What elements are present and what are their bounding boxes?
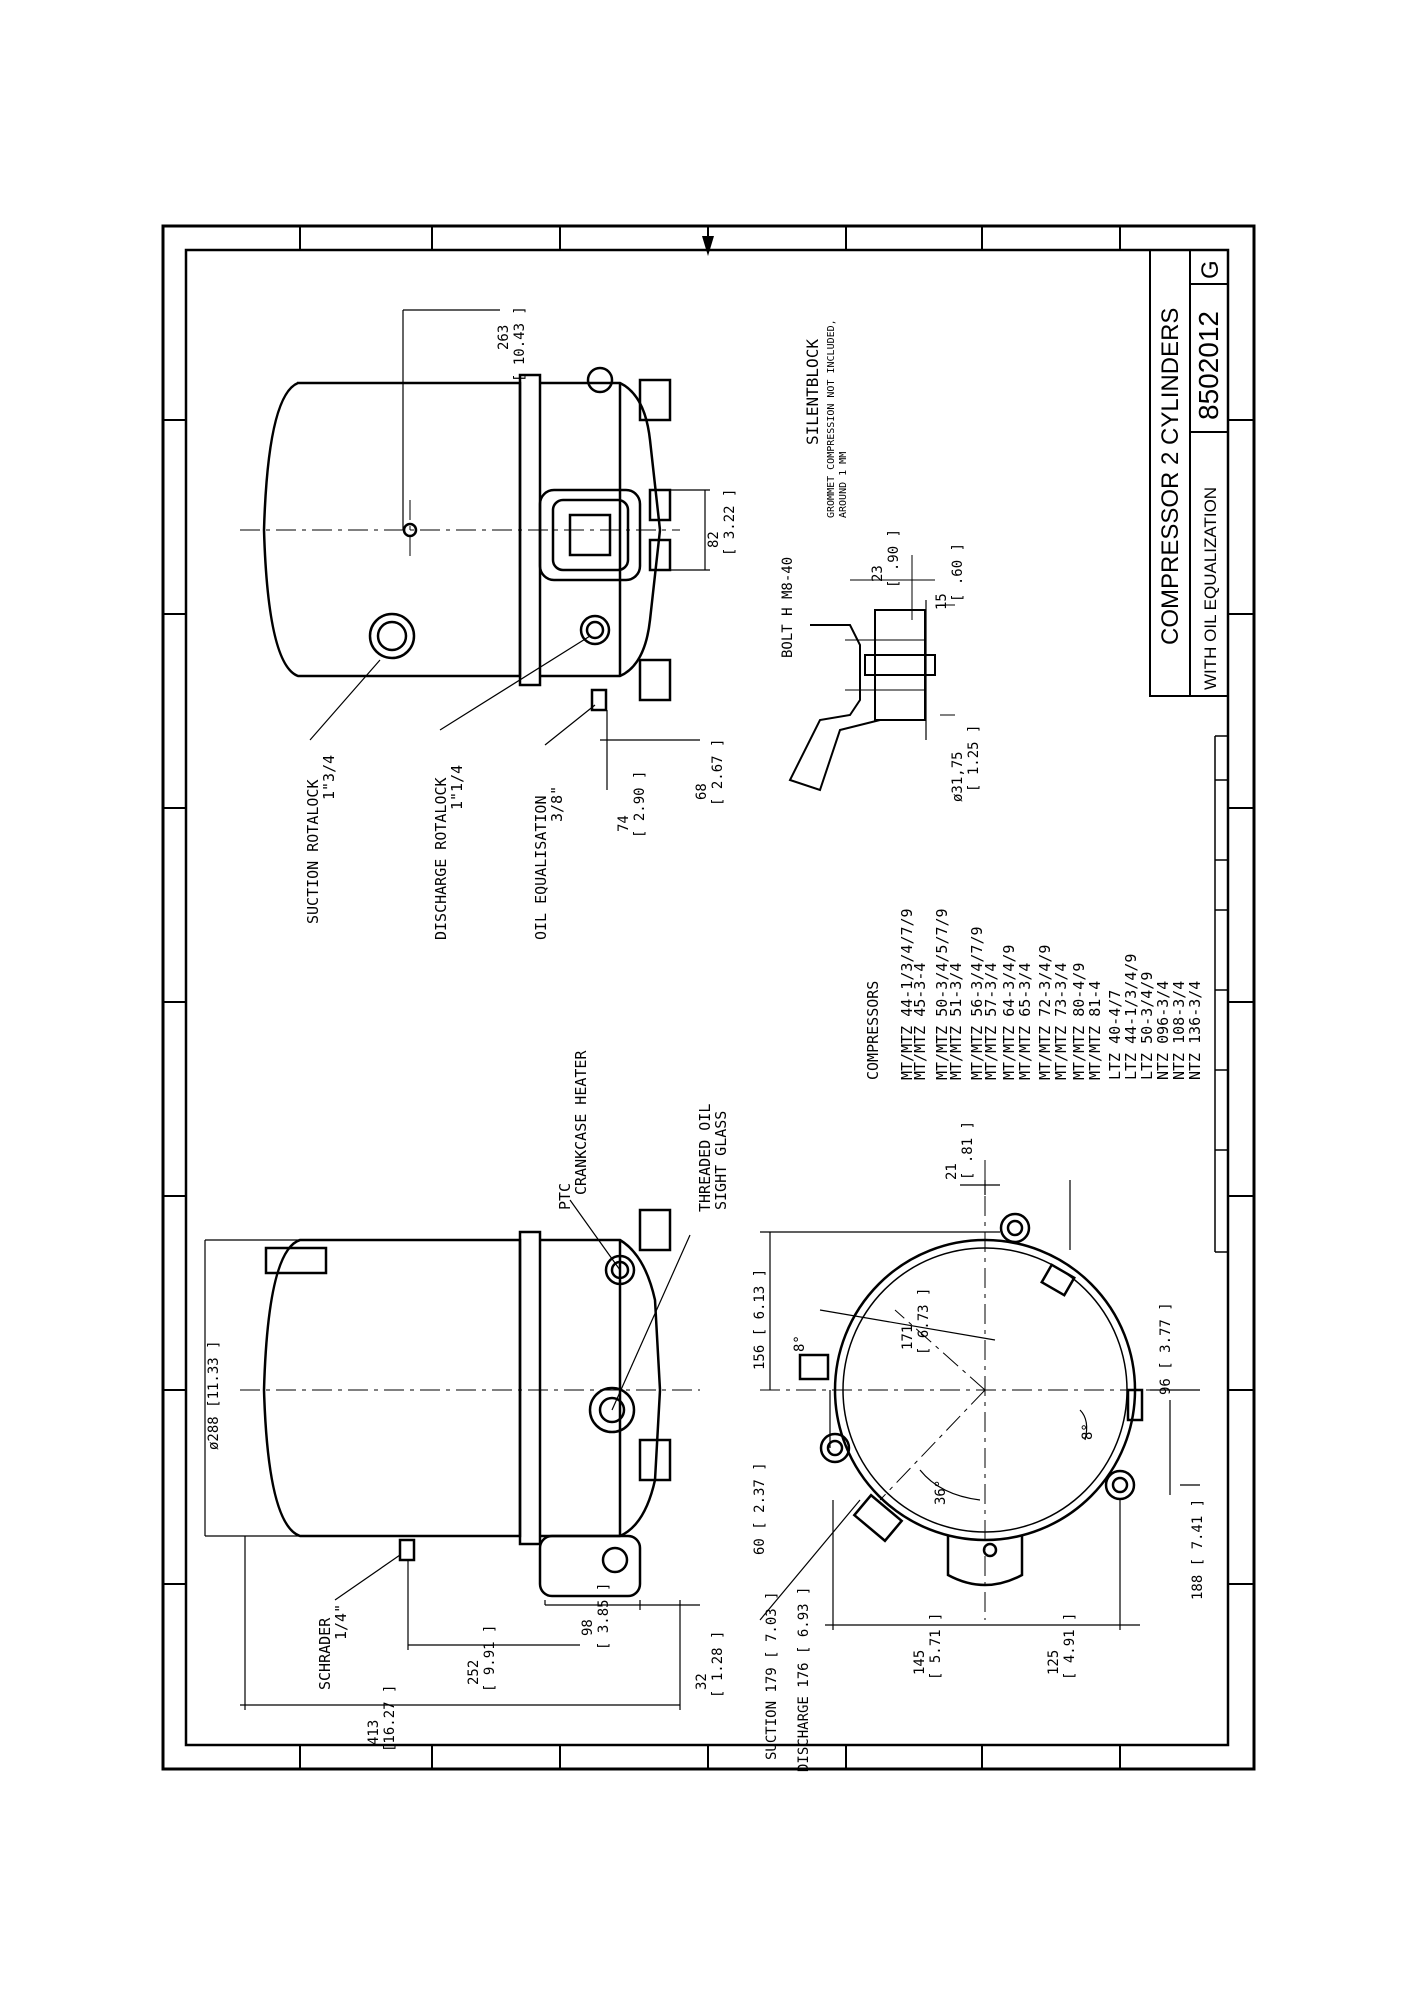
dim-413-in: [16.27 ] (382, 1685, 398, 1752)
side-view-dimension-lines (204, 1199, 700, 1710)
silentblock-note2: AROUND 1 MM (838, 452, 849, 518)
model-item: MT/MTZ 57-3/4 (982, 963, 1000, 1080)
model-item: LTZ 40-4/7 (1106, 990, 1124, 1080)
bottom-view-centerlines (760, 1160, 1200, 1620)
dim-discharge-176: DISCHARGE 176 [ 6.93 ] (796, 1587, 812, 1772)
label-oil-size: 3/8" (548, 786, 566, 822)
compressor-bottom-view (798, 1212, 1144, 1587)
label-discharge-size: 1"1/4 (448, 765, 466, 810)
zone-ticks (163, 226, 1254, 1769)
dim-98: 98 (580, 1619, 596, 1636)
bottom-view-dimension-lines (759, 1180, 1200, 1630)
model-item: MT/MTZ 50-3/4/5/7/9 (933, 908, 951, 1080)
dim-68: 68 (694, 783, 710, 800)
compressor-side-view (262, 1208, 672, 1598)
compressors-heading: COMPRESSORS (864, 981, 882, 1080)
drawing-subtitle: WITH OIL EQUALIZATION (1201, 487, 1220, 690)
dim-diameter-288: ø288 [11.33 ] (206, 1340, 222, 1450)
dim-32-in: [ 1.28 ] (710, 1631, 726, 1698)
model-item: NTZ 136-3/4 (1186, 981, 1204, 1080)
silentblock-d15-in: [ .60 ] (950, 543, 966, 602)
silentblock-note1: GROMMET COMPRESSION NOT INCLUDED, (826, 319, 837, 518)
dim-98-in: [ 3.85 ] (596, 1583, 612, 1650)
dim-263-in: [ 10.43 ] (512, 306, 528, 382)
dim-74: 74 (616, 815, 632, 832)
label-schrader: SCHRADER (316, 1617, 334, 1690)
dim-252-in: [ 9.91 ] (482, 1625, 498, 1692)
title-block: COMPRESSOR 2 CYLINDERS WITH OIL EQUALIZA… (1149, 249, 1229, 697)
model-item: MT/MTZ 51-3/4 (947, 963, 965, 1080)
center-mark-icon (702, 236, 714, 256)
silentblock-d15: 15 (934, 593, 950, 610)
revision-strip (1214, 735, 1228, 1253)
model-item: LTZ 44-1/3/4/9 (1122, 954, 1140, 1080)
drawing-number: 8502012 (1193, 311, 1224, 420)
dim-32: 32 (694, 1673, 710, 1690)
dim-82: 82 (706, 531, 722, 548)
dim-82-in: [ 3.22 ] (722, 489, 738, 556)
model-item: MT/MTZ 72-3/4/9 (1036, 945, 1054, 1080)
model-item: LTZ 50-3/4/9 (1138, 972, 1156, 1080)
model-item: MT/MTZ 73-3/4 (1052, 963, 1070, 1080)
dim-171: 171 (900, 1325, 916, 1350)
label-threaded-oil: THREADED OIL (696, 1104, 714, 1212)
top-view-centerlines (240, 500, 680, 560)
silentblock-title: SILENTBLOCK (803, 339, 822, 445)
label-schrader-size: 1/4" (332, 1604, 350, 1640)
dim-96: 96 [ 3.77 ] (1158, 1302, 1174, 1395)
compressor-top-view (262, 366, 672, 712)
dim-263: 263 (496, 325, 512, 350)
model-item: MT/MTZ 45-3-4 (911, 963, 929, 1080)
dim-suction-179: SUCTION 179 [ 7.03 ] (764, 1591, 780, 1760)
label-sight-glass: SIGHT GLASS (712, 1111, 730, 1210)
model-item: MT/MTZ 81-4 (1086, 981, 1104, 1080)
label-discharge-rotalock: DISCHARGE ROTALOCK (432, 777, 450, 940)
silentblock-detail (788, 555, 955, 792)
compressor-model-list: COMPRESSORS MT/MTZ 44-1/3/4/7/9 MT/MTZ 4… (864, 908, 1204, 1080)
model-item: MT/MTZ 80-4/9 (1070, 963, 1088, 1080)
label-suction-rotalock: SUCTION ROTALOCK (304, 780, 322, 925)
label-crankcase-heater: CRANKCASE HEATER (572, 1050, 590, 1195)
dim-413: 413 (366, 1720, 382, 1745)
dim-21: 21 (944, 1163, 960, 1180)
dim-188: 188 [ 7.41 ] (1190, 1499, 1206, 1600)
top-view-dimension-lines (309, 309, 710, 790)
silentblock-d31-in: [ 1.25 ] (966, 725, 982, 792)
silentblock-d23: 23 (870, 565, 886, 582)
model-item: MT/MTZ 65-3/4 (1016, 963, 1034, 1080)
dim-68-in: [ 2.67 ] (710, 739, 726, 806)
label-suction-size: 1"3/4 (320, 755, 338, 800)
label-ptc: PTC (556, 1183, 574, 1210)
dim-60: 60 [ 2.37 ] (752, 1462, 768, 1555)
model-item: MT/MTZ 44-1/3/4/7/9 (898, 908, 916, 1080)
angle-8-top: 8° (792, 1335, 808, 1352)
dim-145-in: [ 5.71 ] (928, 1613, 944, 1680)
dim-171-in: [ 6.73 ] (916, 1288, 932, 1355)
silentblock-d23-in: [ .90 ] (886, 529, 902, 588)
dim-156: 156 [ 6.13 ] (752, 1269, 768, 1370)
dim-125-in: [ 4.91 ] (1062, 1613, 1078, 1680)
dim-252: 252 (466, 1660, 482, 1685)
silentblock-bolt: BOLT H M8-40 (780, 557, 796, 658)
model-item: NTZ 096-3/4 (1154, 981, 1172, 1080)
silentblock-d31: ø31,75 (950, 751, 966, 802)
angle-36: 36° (933, 1480, 949, 1505)
model-item: MT/MTZ 64-3/4/9 (1000, 945, 1018, 1080)
model-item: MT/MTZ 56-3/4/7/9 (968, 926, 986, 1080)
model-item: NTZ 108-3/4 (1170, 981, 1188, 1080)
dim-21-in: [ .81 ] (960, 1121, 976, 1180)
dim-125: 125 (1046, 1650, 1062, 1675)
revision-letter: G (1197, 260, 1224, 279)
angle-8-right: 8° (1080, 1423, 1096, 1440)
dim-145: 145 (912, 1650, 928, 1675)
drawing-title: COMPRESSOR 2 CYLINDERS (1157, 308, 1184, 645)
label-oil-equalisation: OIL EQUALISATION (532, 796, 550, 941)
dim-74-in: [ 2.90 ] (632, 771, 648, 838)
